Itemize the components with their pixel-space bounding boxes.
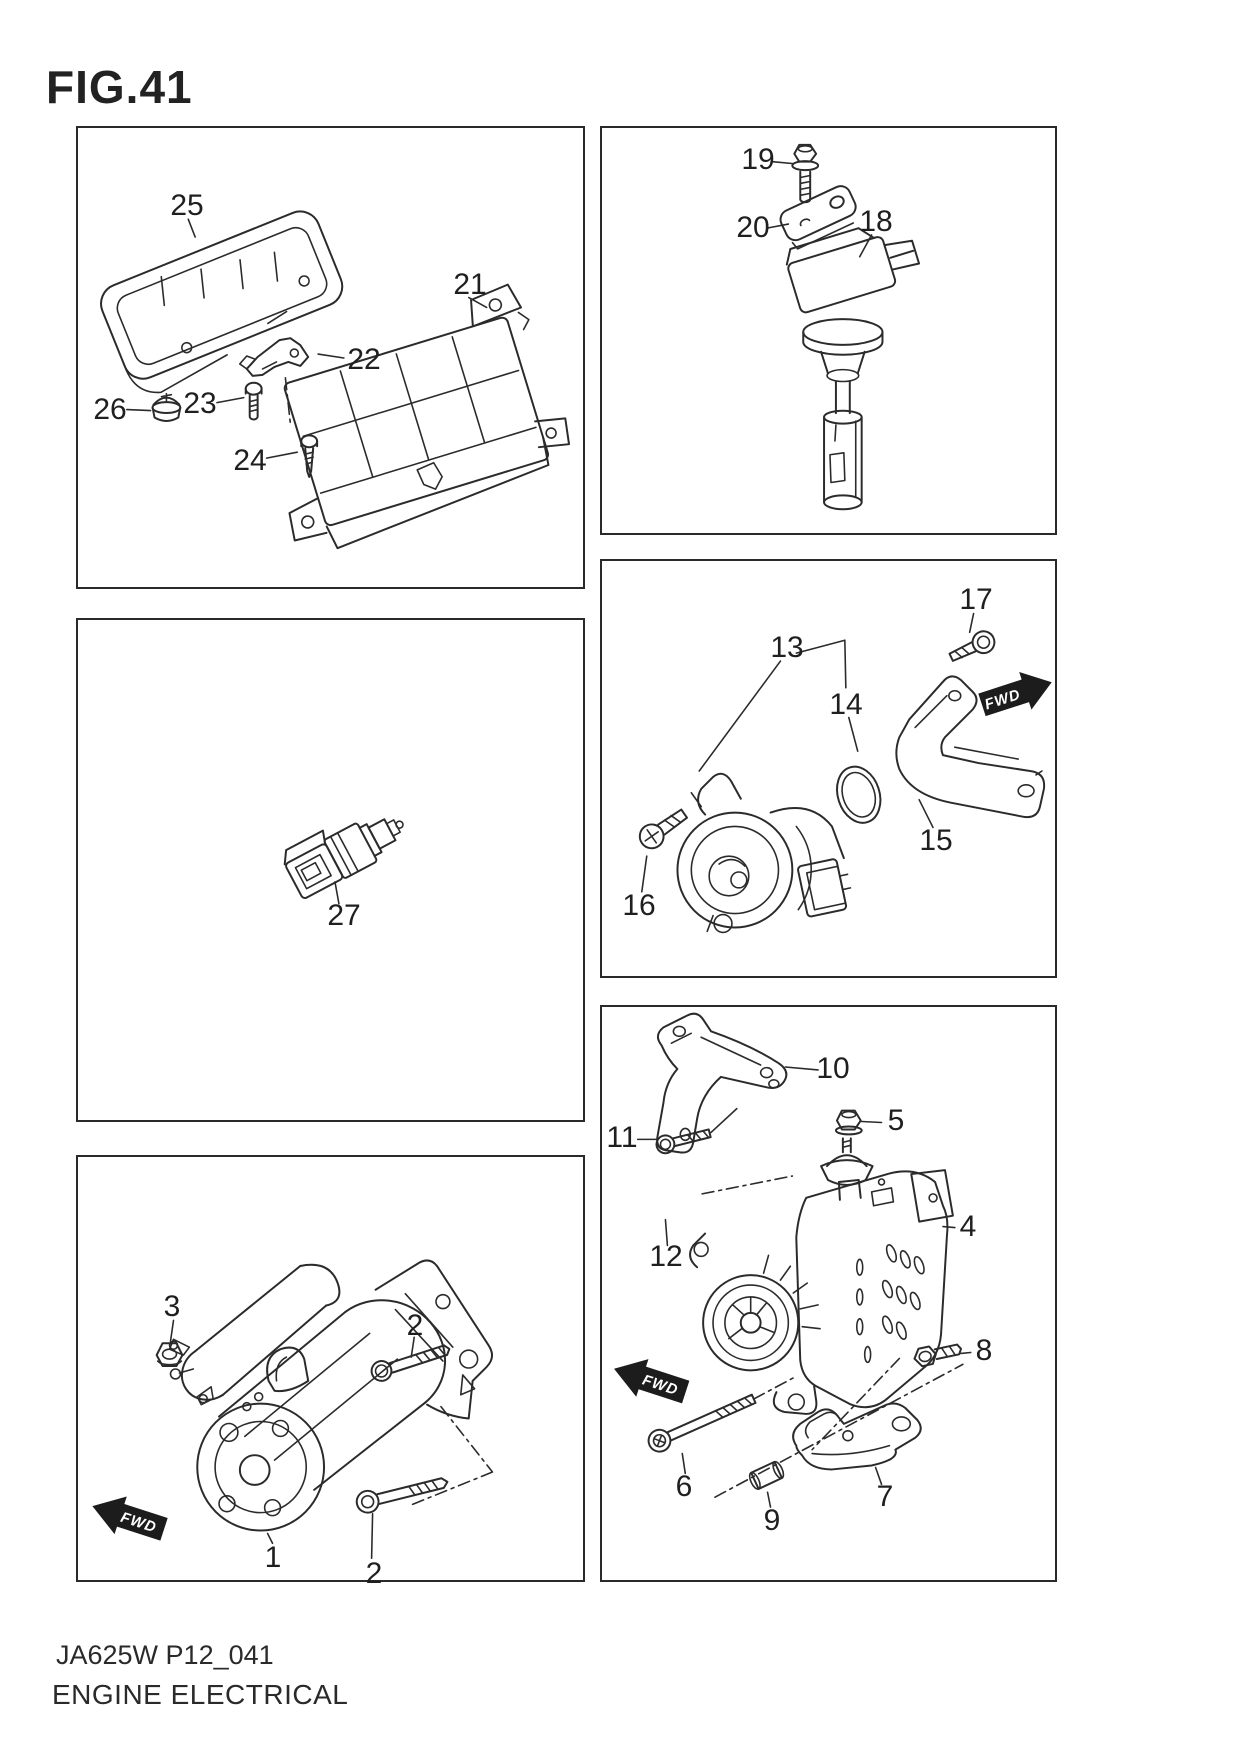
ignition-coil-diagram [766,143,921,511]
drawing-code: JA625W P12_041 [56,1640,274,1670]
part-6-bolt [647,1393,757,1453]
part-label-14: 14 [829,688,863,721]
part-26-grommet [151,392,182,422]
part-label-22: 22 [347,343,381,376]
part-label-18: 18 [859,205,893,238]
part-5-nut [834,1109,863,1136]
fwd-arrow: FWD [92,1496,168,1541]
part-label-2-upper: 2 [406,1309,424,1342]
part-25-cover [100,210,344,394]
part-label-10: 10 [816,1052,850,1085]
part-9-spacer [748,1460,785,1490]
part-15-bracket [895,675,1046,819]
part-label-15: 15 [919,824,953,857]
part-label-23: 23 [183,387,217,420]
part-label-13: 13 [770,631,804,664]
ecu-cover-diagram [100,210,571,550]
panel-alternator: FWD [600,1005,1057,1582]
part-13-cam-sensor [676,772,852,934]
leader-lines [641,612,975,893]
part-19-bolt [791,143,820,204]
part-label-4: 4 [959,1210,977,1243]
part-label-20: 20 [736,211,770,244]
part-label-8: 8 [975,1334,993,1367]
part-label-19: 19 [741,143,775,176]
part-label-16: 16 [622,889,656,922]
cam-sensor-diagram: FWD [638,612,1052,934]
part-14-o-ring [836,765,882,824]
part-11-bolt [655,1128,712,1155]
part-22-bracket [238,337,310,377]
part-label-27: 27 [327,899,361,932]
part-label-21: 21 [453,268,487,301]
part-label-25: 25 [170,189,204,222]
section-name: ENGINE ELECTRICAL [52,1679,349,1710]
part-23-screw [244,381,263,421]
leader-lines [169,1319,494,1559]
fwd-arrow: FWD [614,1359,690,1404]
part-label-5: 5 [887,1104,905,1137]
part-3-nut [155,1342,184,1368]
part-8-bolt [913,1343,963,1368]
starter-diagram: FWD [92,1259,494,1559]
part-label-26: 26 [93,393,127,426]
part-label-6: 6 [675,1470,693,1503]
part-label-11: 11 [606,1121,638,1154]
panel-ignition-coil [600,126,1057,535]
part-label-12: 12 [649,1240,683,1273]
panel-starter: FWD [76,1155,585,1582]
part-7-bracket [792,1402,922,1471]
part-label-7: 7 [876,1480,894,1513]
part-label-1: 1 [264,1541,282,1574]
switch-diagram [283,818,404,905]
leader-lines [636,1066,972,1508]
leader-line [334,881,340,905]
alternator-diagram: FWD [614,1012,972,1508]
panel-ecu-cover [76,126,585,589]
part-18-ignition-coil [785,227,921,511]
part-27-switch [283,818,404,900]
part-2-bolt-lower [355,1477,449,1514]
panel-cam-sensor: FWD [600,559,1057,978]
panel-switch [76,618,585,1122]
figure-title: FIG.41 [46,61,193,113]
part-16-screw [638,808,688,850]
part-17-bolt [948,630,996,662]
part-20-bracket-plate [779,185,857,250]
part-2-bolt-upper [370,1344,451,1382]
part-label-2-lower: 2 [365,1557,383,1590]
part-label-24: 24 [233,444,267,477]
part-label-3: 3 [163,1290,181,1323]
fwd-arrow: FWD [978,671,1052,717]
part-10-bracket [656,1012,788,1154]
part-label-9: 9 [763,1504,781,1537]
part-label-17: 17 [959,583,993,616]
part-1-starter-motor [168,1259,493,1532]
part-21-ecu-module [283,283,571,550]
part-4-alternator [689,1169,954,1415]
